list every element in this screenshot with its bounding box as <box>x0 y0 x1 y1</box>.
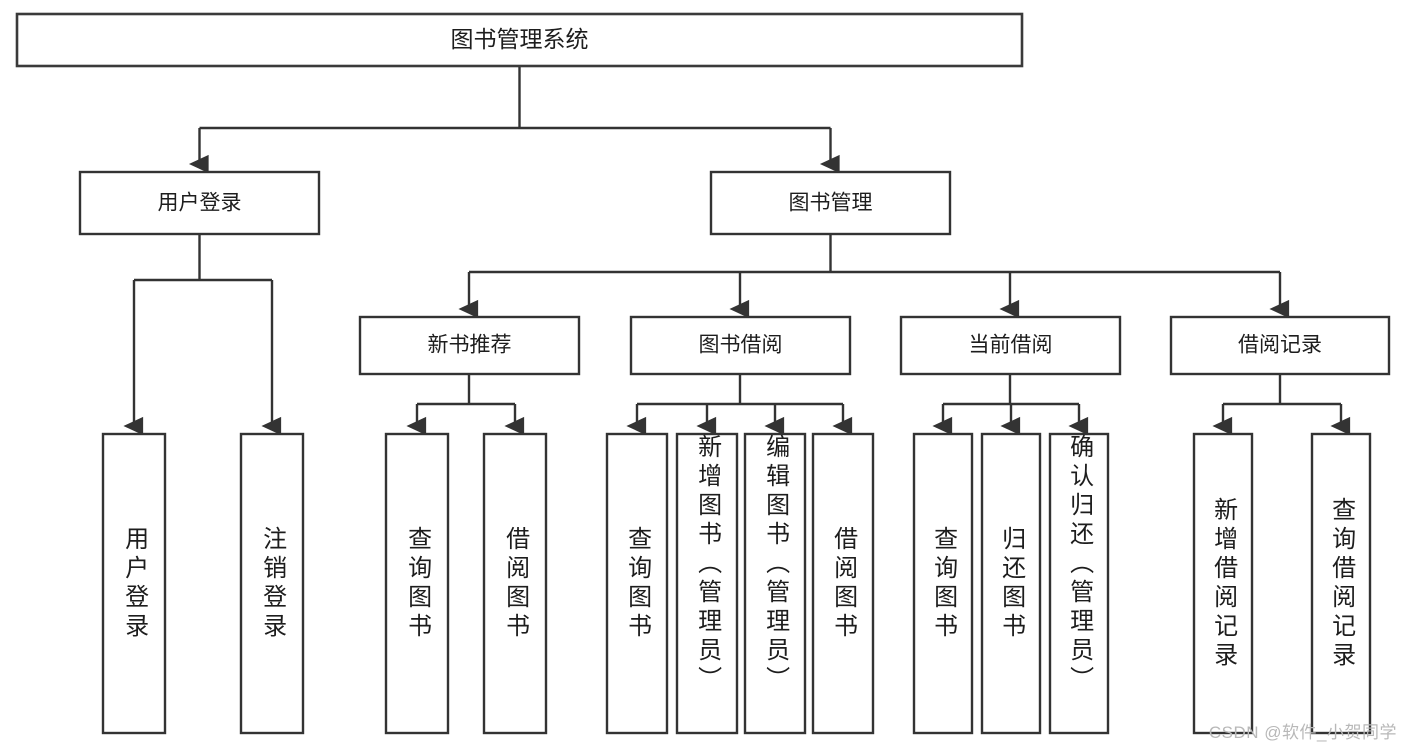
leaf-box-confirm-return[interactable] <box>1048 432 1110 735</box>
leaf-box-borrow-book-2[interactable] <box>811 432 875 735</box>
leaf-box-query-record[interactable] <box>1310 432 1372 735</box>
leaf-box-add-book[interactable] <box>675 432 739 735</box>
leaf-box-user-login[interactable] <box>101 432 167 735</box>
node-book-management-box[interactable] <box>709 170 952 236</box>
node-root-box[interactable] <box>15 12 1024 68</box>
node-user-login-box[interactable] <box>78 170 321 236</box>
watermark: CSDN @软件_小贺同学 <box>1208 723 1397 742</box>
node-current-borrowing[interactable]: 当前借阅 <box>899 315 1122 376</box>
node-book-borrowing-label: 图书借阅 <box>699 334 783 357</box>
node-new-book-recommendation-label: 新书推荐 <box>428 334 512 357</box>
leaf-box-return-book[interactable] <box>980 432 1042 735</box>
node-book-borrowing-box[interactable] <box>629 315 852 376</box>
node-book-management-label: 图书管理 <box>789 192 873 215</box>
leaf-box-query-book-1[interactable] <box>384 432 450 735</box>
leaf-box-borrow-book-1[interactable] <box>482 432 548 735</box>
node-root[interactable]: 图书管理系统 <box>15 12 1024 68</box>
node-borrowing-record-box[interactable] <box>1169 315 1391 376</box>
node-current-borrowing-label: 当前借阅 <box>969 334 1053 357</box>
node-current-borrowing-box[interactable] <box>899 315 1122 376</box>
leaf-box-edit-book[interactable] <box>743 432 807 735</box>
leaf-box-add-record[interactable] <box>1192 432 1254 735</box>
node-new-book-recommendation[interactable]: 新书推荐 <box>358 315 581 376</box>
leaf-boxes-layer <box>101 432 1372 735</box>
node-user-login[interactable]: 用户登录 <box>78 170 321 236</box>
leaf-box-logout[interactable] <box>239 432 305 735</box>
node-book-borrowing[interactable]: 图书借阅 <box>629 315 852 376</box>
node-book-management[interactable]: 图书管理 <box>709 170 952 236</box>
node-user-login-label: 用户登录 <box>158 192 242 215</box>
edges-layer <box>123 66 1351 436</box>
node-new-book-recommendation-box[interactable] <box>358 315 581 376</box>
leaf-box-query-book-3[interactable] <box>912 432 974 735</box>
node-borrowing-record[interactable]: 借阅记录 <box>1169 315 1391 376</box>
node-root-label: 图书管理系统 <box>451 26 589 52</box>
leaf-box-query-book-2[interactable] <box>605 432 669 735</box>
node-borrowing-record-label: 借阅记录 <box>1238 334 1322 357</box>
